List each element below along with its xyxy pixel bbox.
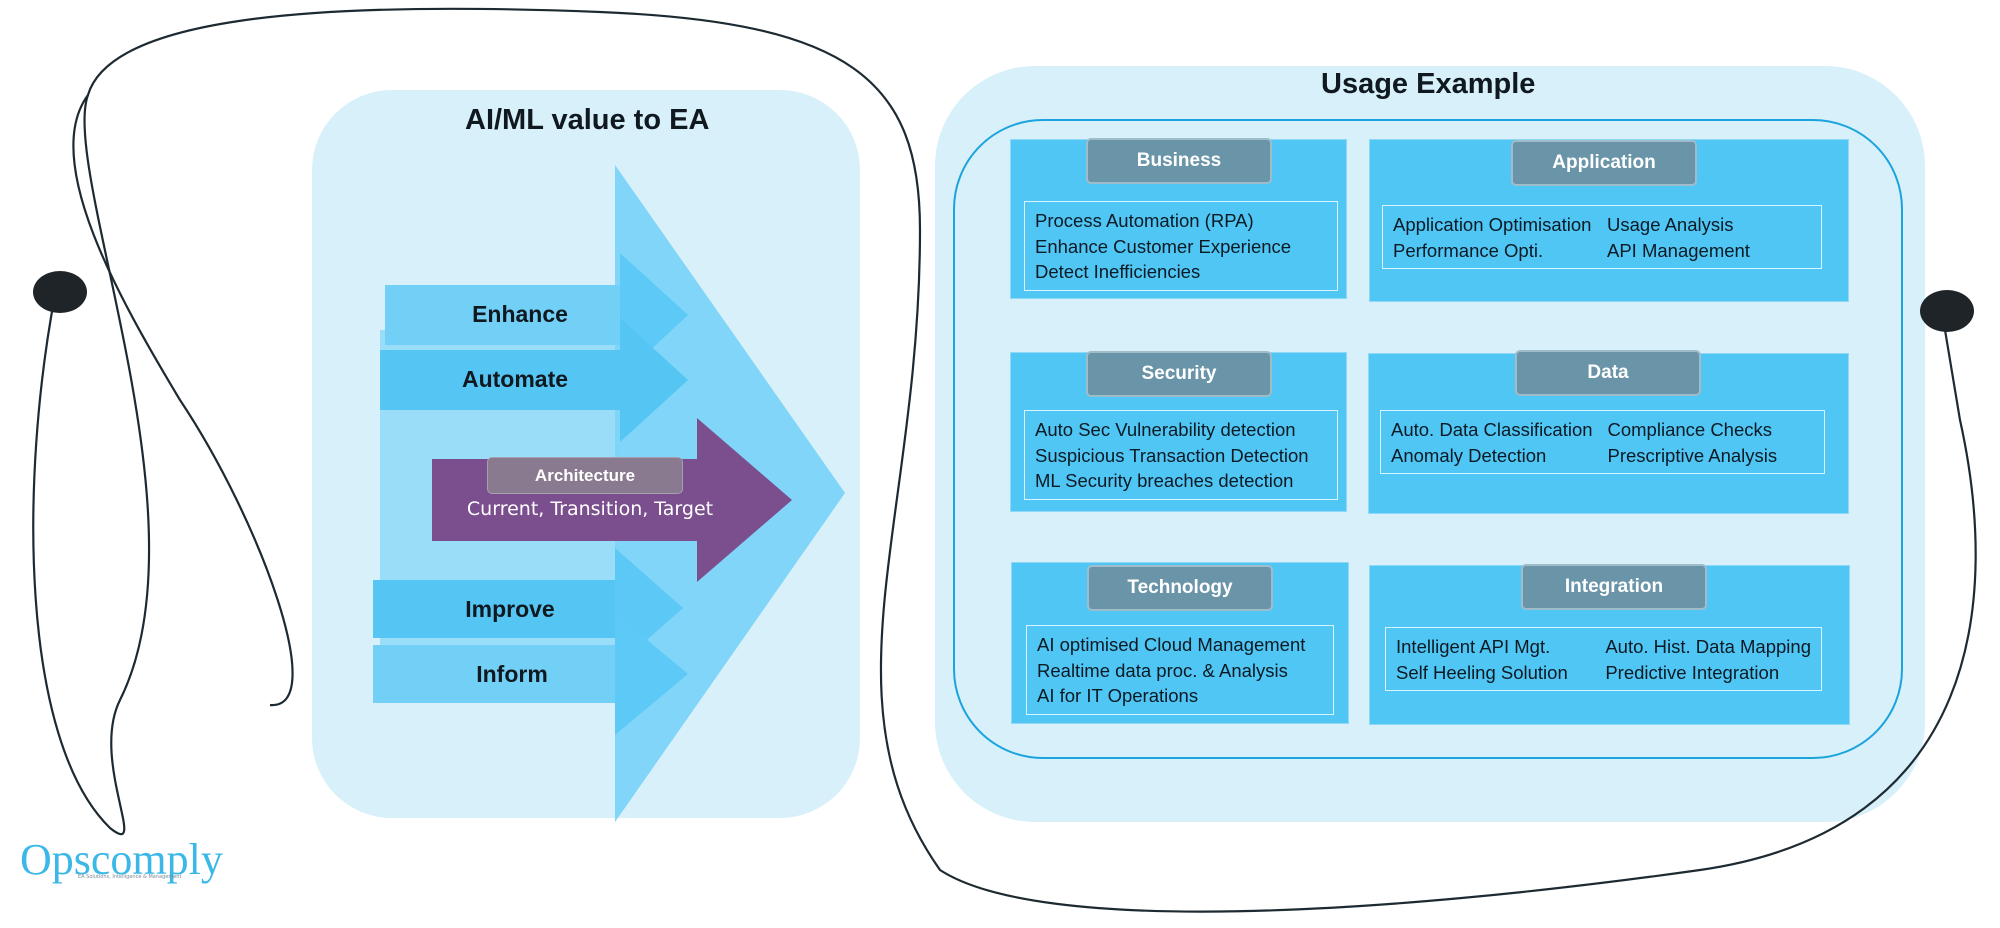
inform-arrow bbox=[373, 613, 688, 735]
list-item: Process Automation (RPA) bbox=[1035, 210, 1254, 231]
list-item: Anomaly Detection bbox=[1391, 444, 1547, 466]
list-item: AI optimised Cloud Management bbox=[1037, 634, 1306, 655]
automate-arrow bbox=[380, 318, 688, 442]
list-item: ML Security breaches detection bbox=[1035, 470, 1294, 491]
architecture-subtitle: Current, Transition, Target bbox=[466, 498, 714, 520]
list-item: Application Optimisation bbox=[1393, 214, 1592, 235]
list-item: API Management bbox=[1607, 239, 1750, 261]
security-items: Auto Sec Vulnerability detection Suspici… bbox=[1024, 410, 1338, 500]
technology-items: AI optimised Cloud Management Realtime d… bbox=[1026, 625, 1334, 715]
integration-tab: Integration bbox=[1521, 564, 1707, 610]
security-tab: Security bbox=[1086, 351, 1272, 397]
list-item: AI for IT Operations bbox=[1037, 685, 1199, 706]
data-items: Auto. Data Classification Compliance Che… bbox=[1380, 410, 1825, 474]
list-item: Predictive Integration bbox=[1605, 661, 1780, 683]
architecture-tag: Architecture bbox=[487, 457, 683, 494]
list-item: Compliance Checks bbox=[1607, 419, 1773, 440]
list-item: Auto Sec Vulnerability detection bbox=[1035, 419, 1296, 440]
opscomply-tagline: EA Solutions, Intelligence & Management bbox=[78, 874, 182, 880]
enhance-label: Enhance bbox=[472, 301, 568, 327]
usage-example-frame bbox=[953, 119, 1903, 759]
list-item: Detect Inefficiencies bbox=[1035, 261, 1201, 282]
left-drag-handle[interactable] bbox=[33, 271, 87, 313]
business-tab: Business bbox=[1086, 138, 1272, 184]
data-tab: Data bbox=[1515, 350, 1701, 396]
improve-arrow bbox=[373, 548, 683, 668]
left-hook-line bbox=[72, 94, 294, 707]
integration-items: Intelligent API Mgt. Auto. Hist. Data Ma… bbox=[1385, 627, 1822, 691]
application-tab: Application bbox=[1511, 140, 1697, 186]
list-item: Suspicious Transaction Detection bbox=[1035, 444, 1309, 466]
automate-label: Automate bbox=[461, 366, 569, 392]
ai-ml-title: AI/ML value to EA bbox=[465, 104, 710, 136]
list-item: Performance Opti. bbox=[1393, 239, 1544, 261]
list-item: Intelligent API Mgt. bbox=[1396, 636, 1551, 657]
list-item: Usage Analysis bbox=[1607, 214, 1734, 235]
technology-tab: Technology bbox=[1087, 565, 1273, 611]
application-items: Application Optimisation Usage Analysis … bbox=[1382, 205, 1822, 269]
opscomply-logo: Opscomply bbox=[20, 835, 223, 884]
right-drag-handle[interactable] bbox=[1920, 290, 1974, 332]
inform-label: Inform bbox=[476, 661, 548, 687]
list-item: Realtime data proc. & Analysis bbox=[1037, 659, 1288, 681]
left-loop-line bbox=[32, 7, 1977, 913]
list-item: Self Heeling Solution bbox=[1396, 661, 1568, 683]
list-item: Auto. Data Classification bbox=[1391, 419, 1593, 440]
business-items: Process Automation (RPA) Enhance Custome… bbox=[1024, 201, 1338, 291]
list-item: Enhance Customer Experience bbox=[1035, 235, 1292, 257]
list-item: Auto. Hist. Data Mapping bbox=[1605, 636, 1811, 657]
usage-example-title: Usage Example bbox=[1321, 68, 1536, 100]
improve-label: Improve bbox=[465, 596, 555, 622]
list-item: Prescriptive Analysis bbox=[1607, 444, 1778, 466]
